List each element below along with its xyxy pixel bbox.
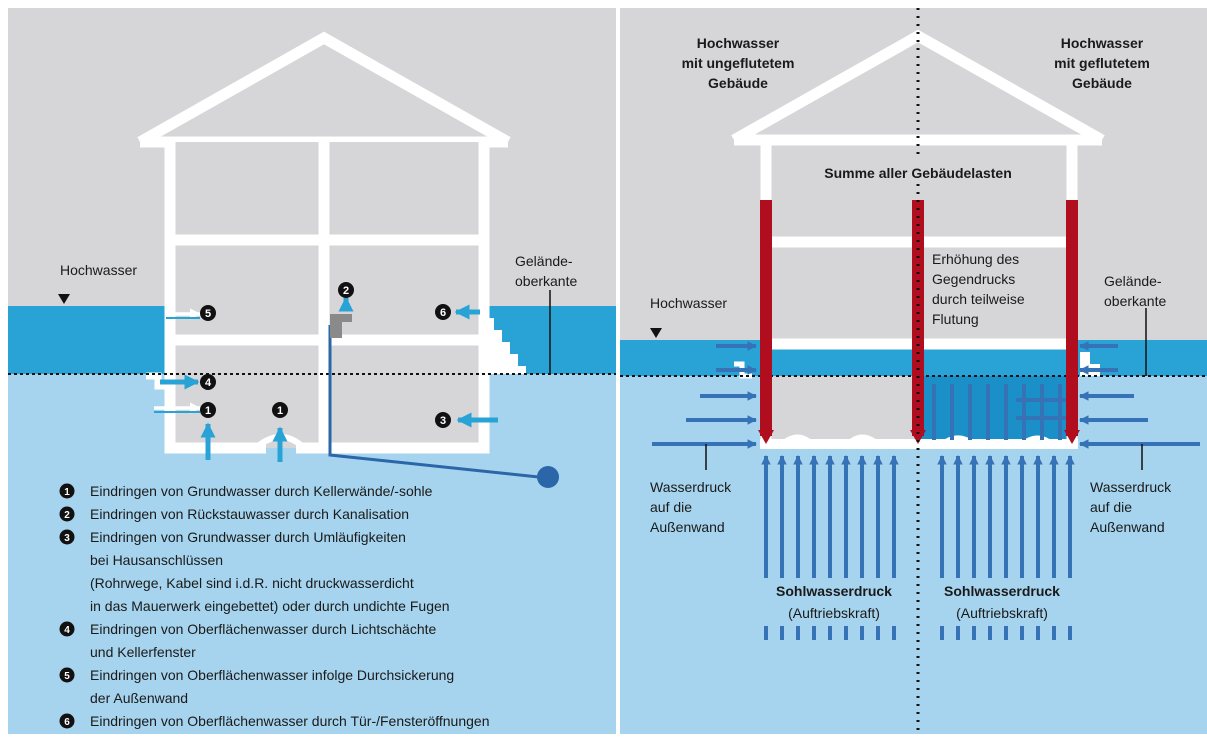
ground-level-label-1: Gelände- — [515, 253, 573, 269]
svg-text:1: 1 — [277, 405, 283, 417]
legend-number: 4 — [64, 625, 70, 636]
legend-text: bei Hausanschlüssen — [90, 552, 223, 568]
drain-pipe — [328, 325, 549, 480]
svg-text:Gebäude: Gebäude — [708, 75, 768, 91]
marker-6: 6 — [435, 304, 451, 320]
svg-text:(Auftriebskraft): (Auftriebskraft) — [788, 605, 880, 621]
svg-text:auf die: auf die — [1090, 499, 1132, 515]
legend-text: und Kellerfenster — [90, 644, 196, 660]
svg-text:5: 5 — [205, 308, 211, 320]
svg-text:Erhöhung des: Erhöhung des — [932, 251, 1019, 267]
svg-text:Flutung: Flutung — [932, 311, 979, 327]
svg-text:Wasserdruck: Wasserdruck — [650, 479, 732, 495]
water-entry-arrows — [154, 296, 498, 462]
legend-number-badge — [59, 621, 75, 637]
title-right: Hochwasser mit geflutetem Gebäude — [1054, 35, 1150, 91]
marker-1a: 1 — [200, 402, 216, 418]
outside-stairs — [486, 306, 526, 374]
sewer-connection-icon — [537, 466, 559, 488]
left-panel: 1 1 2 3 4 5 6 Hochwasser Gelände- oberka… — [8, 8, 616, 734]
legend: 1 Eindringen von Grundwasser durch Keller… — [59, 483, 490, 729]
legend-text: Eindringen von Grundwasser durch Kellerw… — [90, 483, 433, 499]
flood-level-triangle-right — [650, 328, 662, 338]
light-shaft — [146, 372, 174, 390]
legend-text: Eindringen von Oberflächenwasser infolge… — [90, 667, 454, 683]
svg-text:Sohlwasserdruck: Sohlwasserdruck — [944, 583, 1060, 599]
dry-basement — [766, 376, 914, 444]
legend-text: Eindringen von Oberflächenwasser durch T… — [90, 713, 490, 729]
building-load-label: Summe aller Gebäudelasten — [824, 165, 1012, 181]
flooded-basement — [918, 376, 1072, 444]
wall-pressure-arrows-left — [652, 341, 757, 449]
legend-item-4: 4 Eindringen von Oberflächenwasser durch … — [59, 621, 437, 660]
legend-number-badge — [59, 667, 75, 683]
svg-text:Gebäude: Gebäude — [1072, 75, 1132, 91]
svg-text:mit geflutetem: mit geflutetem — [1054, 55, 1150, 71]
svg-text:Wasserdruck: Wasserdruck — [1090, 479, 1172, 495]
legend-number-badge — [59, 506, 75, 522]
internal-pressure-arrows — [932, 384, 1068, 440]
legend-text: der Außenwand — [90, 690, 188, 706]
svg-text:Gegendrucks: Gegendrucks — [932, 271, 1015, 287]
marker-1b: 1 — [272, 402, 288, 418]
ground-level-label-right-1: Gelände- — [1104, 273, 1162, 289]
marker-4: 4 — [200, 374, 216, 390]
legend-number-badge — [59, 483, 75, 499]
marker-2: 2 — [338, 282, 354, 298]
svg-text:Außenwand: Außenwand — [1090, 519, 1165, 535]
legend-number: 3 — [64, 533, 70, 544]
legend-number: 5 — [64, 671, 70, 682]
svg-text:6: 6 — [440, 307, 446, 319]
legend-text: Eindringen von Grundwasser durch Umläufi… — [90, 529, 406, 545]
right-panel: Hochwasser mit ungeflutetem Gebäude Hoch… — [620, 8, 1207, 734]
svg-text:1: 1 — [205, 405, 211, 417]
legend-item-3: 3 Eindringen von Grundwasser durch Umläuf… — [59, 529, 450, 614]
house — [137, 31, 511, 454]
legend-item-2: 2 Eindringen von Rückstauwasser durch Kan… — [59, 506, 409, 522]
drain-fitting — [330, 314, 352, 338]
svg-text:Sohlwasserdruck: Sohlwasserdruck — [776, 583, 892, 599]
legend-number-badge — [59, 713, 75, 729]
svg-text:Hochwasser: Hochwasser — [697, 35, 780, 51]
marker-3: 3 — [435, 412, 451, 428]
legend-text: Eindringen von Oberflächenwasser durch L… — [90, 621, 437, 637]
flood-label-right: Hochwasser — [650, 295, 727, 311]
legend-number: 2 — [64, 510, 70, 521]
legend-number: 6 — [64, 717, 70, 728]
flood-label: Hochwasser — [60, 262, 137, 278]
svg-text:mit ungeflutetem: mit ungeflutetem — [682, 55, 795, 71]
legend-item-1: 1 Eindringen von Grundwasser durch Keller… — [59, 483, 433, 499]
wall-pressure-arrows-right — [1079, 341, 1200, 449]
svg-text:auf die: auf die — [650, 499, 692, 515]
svg-text:Hochwasser: Hochwasser — [1061, 35, 1144, 51]
marker-5: 5 — [200, 305, 216, 321]
wall-pressure-label-right: Wasserdruck auf die Außenwand — [1090, 479, 1172, 535]
legend-item-5: 5 Eindringen von Oberflächenwasser infolg… — [59, 667, 454, 706]
title-left: Hochwasser mit ungeflutetem Gebäude — [682, 35, 795, 91]
svg-text:(Auftriebskraft): (Auftriebskraft) — [956, 605, 1048, 621]
flood-level-triangle — [58, 294, 70, 304]
legend-text: (Rohrwege, Kabel sind i.d.R. nicht druck… — [90, 575, 414, 591]
svg-text:3: 3 — [440, 415, 446, 427]
svg-text:4: 4 — [205, 377, 212, 389]
legend-item-6: 6 Eindringen von Oberflächenwasser durch … — [59, 713, 490, 729]
svg-text:Außenwand: Außenwand — [650, 519, 725, 535]
number-markers: 1 1 2 3 4 5 6 — [200, 282, 451, 428]
svg-text:2: 2 — [343, 285, 349, 297]
counter-pressure-label: Erhöhung des Gegendrucks durch teilweise… — [932, 251, 1025, 327]
legend-number-badge — [59, 529, 75, 545]
ground-level-label-2: oberkante — [515, 273, 577, 289]
wall-pressure-label-left: Wasserdruck auf die Außenwand — [650, 479, 732, 535]
uplift-label-left: Sohlwasserdruck (Auftriebskraft) — [776, 583, 892, 621]
building-load-arrows — [758, 200, 1080, 444]
svg-text:durch teilweise: durch teilweise — [932, 291, 1025, 307]
legend-number: 1 — [64, 487, 70, 498]
uplift-label-right: Sohlwasserdruck (Auftriebskraft) — [944, 583, 1060, 621]
ground-level-label-right-2: oberkante — [1104, 293, 1166, 309]
legend-text: in das Mauerwerk eingebettet) oder durch… — [90, 598, 450, 614]
legend-text: Eindringen von Rückstauwasser durch Kana… — [90, 506, 409, 522]
